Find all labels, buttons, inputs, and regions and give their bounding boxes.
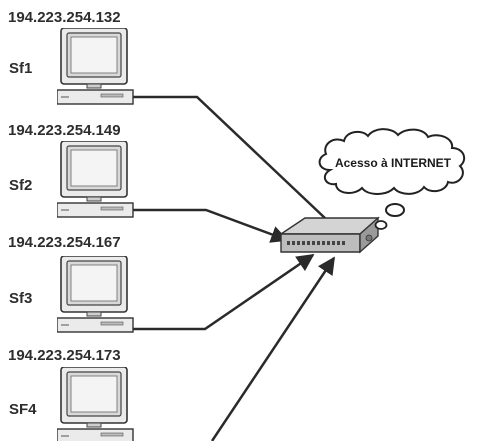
link-sf2-hub <box>132 208 289 243</box>
link-sf3-hub <box>132 253 315 331</box>
desktop-computer-icon <box>57 141 134 218</box>
host-sf1: 194.223.254.132 Sf1 <box>8 9 134 105</box>
host-sf2: 194.223.254.149 Sf2 <box>8 122 134 218</box>
host-ip-label: 194.223.254.173 <box>8 347 121 364</box>
thought-cloud-icon: Acesso à INTERNET <box>318 128 466 230</box>
host-name-label: Sf2 <box>9 177 32 194</box>
desktop-computer-icon <box>57 367 134 441</box>
desktop-computer-icon <box>57 28 134 105</box>
host-ip-label: 194.223.254.167 <box>8 234 121 251</box>
desktop-computer-icon <box>57 256 134 333</box>
host-sf4: 194.223.254.173 SF4 <box>8 347 134 441</box>
link-sf1-hub <box>132 95 347 239</box>
cloud-label: Acesso à INTERNET <box>335 156 452 170</box>
host-name-label: Sf1 <box>9 60 32 77</box>
host-name-label: Sf3 <box>9 290 32 307</box>
host-ip-label: 194.223.254.149 <box>8 122 121 139</box>
host-ip-label: 194.223.254.132 <box>8 9 121 26</box>
link-sf4-hub <box>210 256 336 441</box>
host-name-label: SF4 <box>9 401 37 418</box>
host-sf3: 194.223.254.167 Sf3 <box>8 234 134 333</box>
network-hub-icon <box>278 216 380 254</box>
connections <box>132 95 347 441</box>
